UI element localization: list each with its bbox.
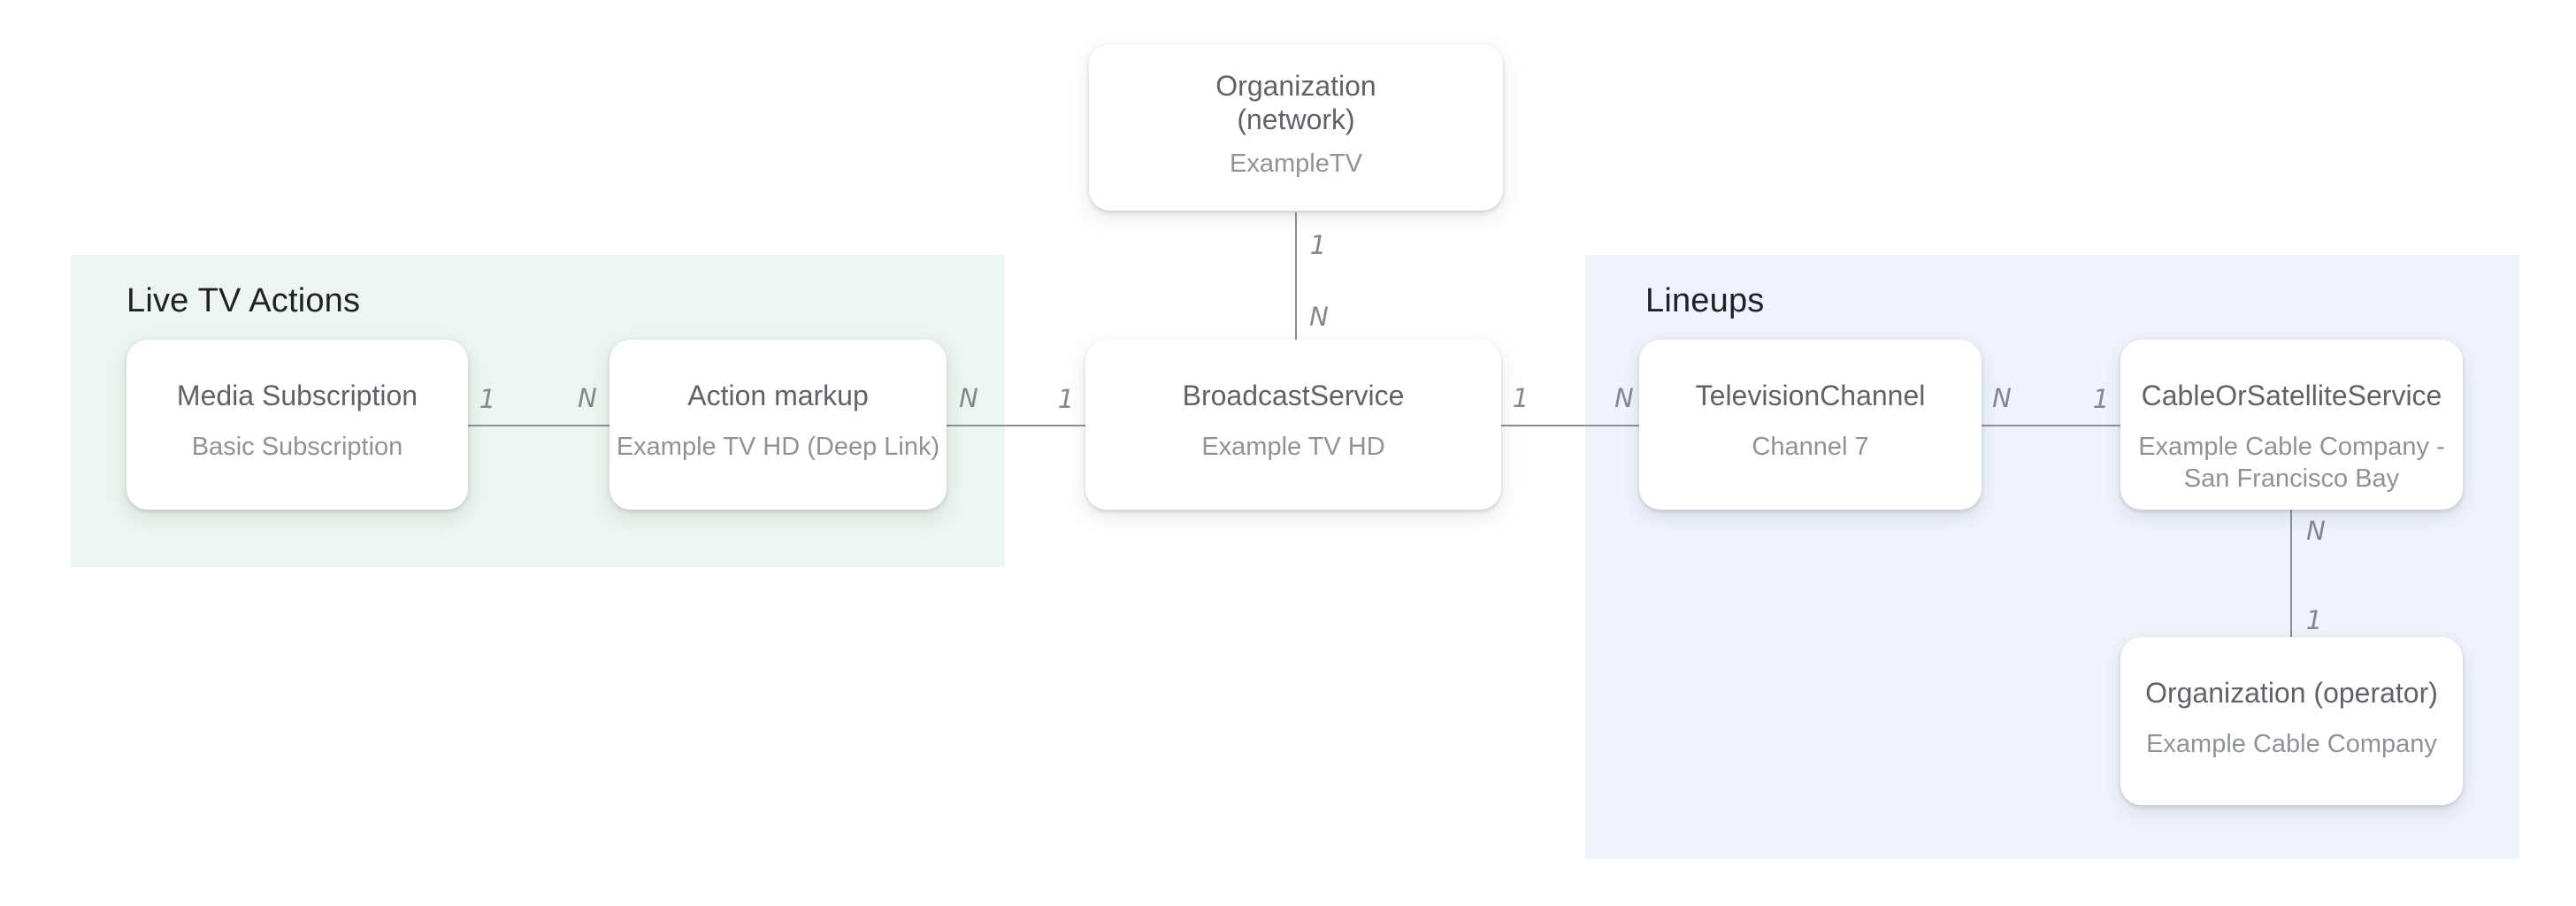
connector-line: [468, 425, 610, 426]
node-broadcast-service: BroadcastService Example TV HD: [1085, 340, 1501, 510]
node-organization-operator: Organization (operator) Example Cable Co…: [2120, 637, 2463, 805]
cardinality-label: N: [2306, 516, 2326, 546]
cardinality-label: 1: [1057, 384, 1075, 414]
cardinality-label: 1: [1512, 383, 1530, 413]
cardinality-label: N: [959, 383, 978, 413]
node-television-channel: TelevisionChannel Channel 7: [1639, 340, 1982, 510]
node-subtitle: Example Cable Company: [2146, 730, 2437, 758]
group-label-live-tv-actions: Live TV Actions: [126, 282, 361, 319]
node-subtitle: Example TV HD: [1201, 433, 1385, 461]
node-subtitle: Example TV HD (Deep Link): [616, 433, 940, 461]
connector-line: [947, 425, 1085, 426]
cardinality-label: N: [1614, 383, 1634, 413]
connector-line: [1295, 212, 1297, 340]
node-subtitle: Channel 7: [1752, 433, 1869, 461]
cardinality-label: 1: [2092, 384, 2110, 414]
cardinality-label: 1: [2305, 605, 2323, 635]
node-subtitle: ExampleTV: [1230, 150, 1362, 178]
node-media-subscription: Media Subscription Basic Subscription: [126, 340, 468, 510]
node-title: CableOrSatelliteService: [2141, 380, 2442, 411]
cardinality-label: 1: [479, 384, 496, 414]
cardinality-label: N: [578, 383, 597, 413]
node-title: BroadcastService: [1182, 380, 1405, 411]
node-title: TelevisionChannel: [1695, 380, 1926, 411]
node-title: Organization (network): [1215, 70, 1376, 135]
node-organization-network: Organization (network) ExampleTV: [1089, 44, 1503, 211]
connector-line: [2290, 510, 2292, 637]
cardinality-label: 1: [1309, 230, 1327, 260]
connector-line: [1501, 425, 1639, 426]
node-title: Action markup: [687, 380, 869, 411]
group-label-lineups: Lineups: [1645, 282, 1765, 319]
node-action-markup: Action markup Example TV HD (Deep Link): [610, 340, 947, 510]
node-cable-or-satellite-service: CableOrSatelliteService Example Cable Co…: [2120, 340, 2463, 510]
cardinality-label: N: [1992, 383, 2012, 413]
node-title: Media Subscription: [176, 380, 418, 411]
node-subtitle: Basic Subscription: [191, 433, 403, 461]
connector-line: [1982, 425, 2120, 426]
node-title: Organization (operator): [2145, 677, 2438, 709]
cardinality-label: N: [1309, 302, 1329, 332]
node-subtitle: Example Cable Company - San Francisco Ba…: [2138, 433, 2445, 493]
